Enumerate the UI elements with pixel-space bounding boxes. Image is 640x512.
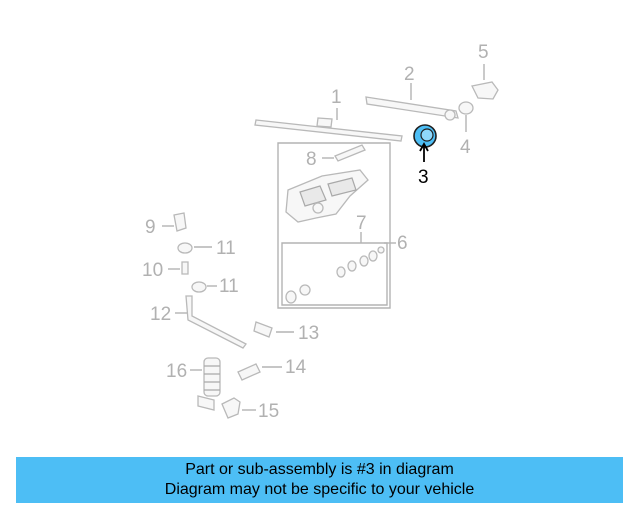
info-banner: Part or sub-assembly is #3 in diagram Di… xyxy=(16,457,623,503)
part-3-highlighted: 3 xyxy=(413,124,437,188)
label-5: 5 xyxy=(478,42,489,63)
motor-housing-box xyxy=(277,142,391,309)
banner-line-1: Part or sub-assembly is #3 in diagram xyxy=(185,461,454,478)
label-14: 14 xyxy=(285,357,307,378)
part-11-upper: 11 xyxy=(177,238,236,259)
parts-diagram: 1 2 3 4 5 8 xyxy=(142,42,499,422)
part-1-wiper-blade: 1 xyxy=(254,87,403,142)
part-8-shaft: 8 xyxy=(306,144,366,170)
part-5-bracket: 5 xyxy=(471,42,499,100)
label-13: 13 xyxy=(298,323,319,344)
motor-small-parts xyxy=(285,246,385,304)
part-13-fitting: 13 xyxy=(253,321,319,344)
label-12: 12 xyxy=(150,304,171,325)
banner-line-2: Diagram may not be specific to your vehi… xyxy=(164,481,475,498)
part-12-hose: 12 xyxy=(150,295,247,349)
label-11-upper: 11 xyxy=(216,238,236,259)
label-9: 9 xyxy=(145,217,156,238)
label-10: 10 xyxy=(142,260,163,281)
callouts-6-7: 7 6 xyxy=(356,213,408,254)
label-1: 1 xyxy=(331,87,342,108)
label-11-lower: 11 xyxy=(219,276,239,297)
part-9-nozzle: 9 xyxy=(145,212,187,238)
part-16-pump: 16 xyxy=(166,357,221,411)
label-15: 15 xyxy=(258,401,279,422)
part-15-elbow: 15 xyxy=(221,397,279,422)
part-14-valve: 14 xyxy=(237,357,307,381)
part-4-cap: 4 xyxy=(458,101,474,158)
label-2: 2 xyxy=(404,64,415,85)
label-16: 16 xyxy=(166,361,187,382)
part-10-connector: 10 xyxy=(142,260,189,281)
wiper-motor xyxy=(285,169,369,223)
label-4: 4 xyxy=(460,137,471,158)
label-3: 3 xyxy=(418,167,429,188)
label-6: 6 xyxy=(397,233,408,254)
label-8: 8 xyxy=(306,149,317,170)
part-11-lower: 11 xyxy=(191,276,239,297)
part-2-wiper-arm: 2 xyxy=(365,64,459,121)
label-7: 7 xyxy=(356,213,367,234)
